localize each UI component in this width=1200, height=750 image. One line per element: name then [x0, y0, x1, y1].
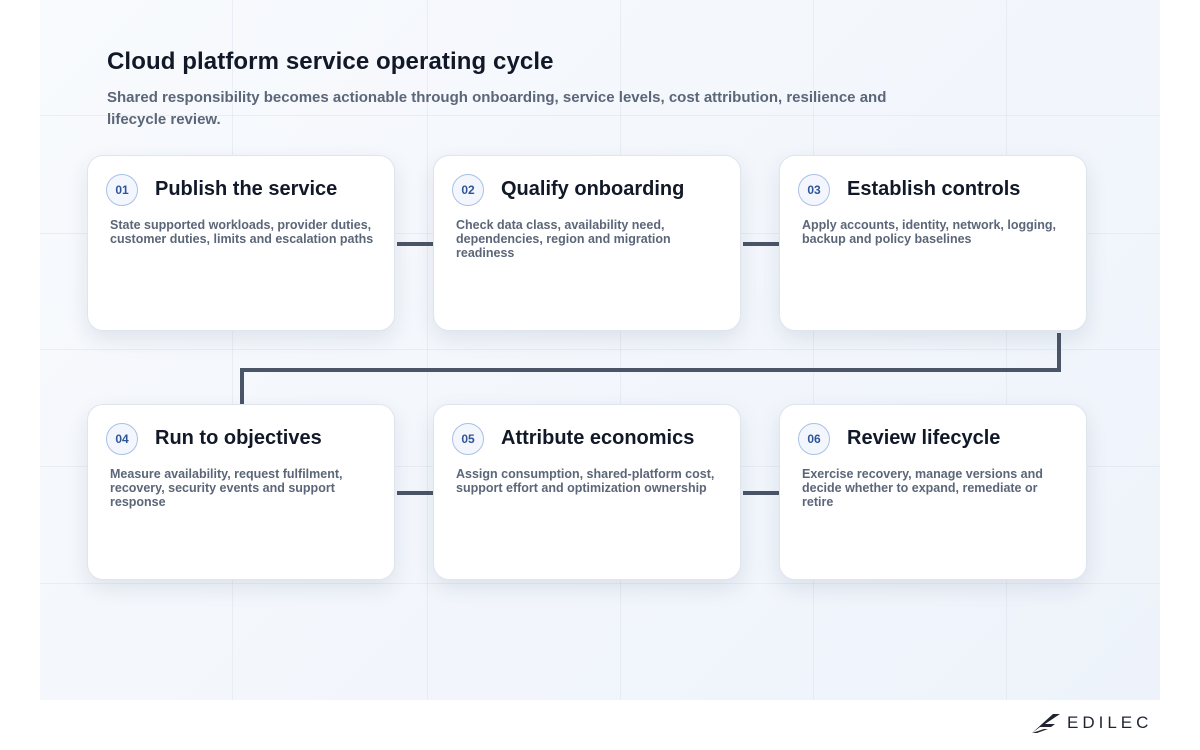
step-number-badge: 05 — [452, 423, 484, 455]
grid-line — [232, 0, 233, 700]
page-title: Cloud platform service operating cycle — [107, 48, 554, 75]
step-title: Attribute economics — [501, 427, 695, 449]
connector-04-up — [240, 368, 244, 405]
step-description: Measure availability, request fulfilment… — [110, 467, 343, 509]
grid-line — [1006, 0, 1007, 700]
step-title: Publish the service — [155, 178, 338, 200]
edilec-logo-icon — [1032, 714, 1060, 733]
grid-line — [427, 0, 428, 700]
brand-logo: EDILEC — [1031, 711, 1152, 735]
step-card-05: 05 Attribute economics Assign consumptio… — [433, 404, 741, 580]
step-description: Apply accounts, identity, network, loggi… — [802, 218, 1056, 246]
brand-name: EDILEC — [1067, 713, 1153, 732]
step-card-01: 01 Publish the service State supported w… — [87, 155, 395, 331]
step-card-02: 02 Qualify onboarding Check data class, … — [433, 155, 741, 331]
step-description: State supported workloads, provider duti… — [110, 218, 374, 246]
page-subtitle: Shared responsibility becomes actionable… — [107, 89, 887, 128]
connector-wrap-horizontal — [240, 368, 1061, 372]
step-number-badge: 01 — [106, 174, 138, 206]
connector-02-03 — [743, 242, 779, 246]
grid-line — [40, 583, 1160, 584]
step-number-badge: 04 — [106, 423, 138, 455]
step-title: Establish controls — [847, 178, 1021, 200]
step-number-badge: 03 — [798, 174, 830, 206]
grid-line — [813, 0, 814, 700]
step-title: Run to objectives — [155, 427, 322, 449]
step-card-04: 04 Run to objectives Measure availabilit… — [87, 404, 395, 580]
grid-line — [40, 115, 1160, 116]
step-title: Qualify onboarding — [501, 178, 685, 200]
step-description: Exercise recovery, manage versions and d… — [802, 467, 1043, 509]
step-card-03: 03 Establish controls Apply accounts, id… — [779, 155, 1087, 331]
step-number-badge: 02 — [452, 174, 484, 206]
step-number-badge: 06 — [798, 423, 830, 455]
grid-line — [620, 0, 621, 700]
grid-line — [40, 349, 1160, 350]
step-title: Review lifecycle — [847, 427, 1001, 449]
connector-01-02 — [397, 242, 433, 246]
step-description: Assign consumption, shared-platform cost… — [456, 467, 715, 495]
step-card-06: 06 Review lifecycle Exercise recovery, m… — [779, 404, 1087, 580]
connector-03-down — [1057, 333, 1061, 372]
connector-05-06 — [743, 491, 779, 495]
diagram-canvas — [40, 0, 1160, 700]
connector-04-05 — [397, 491, 433, 495]
step-description: Check data class, availability need, dep… — [456, 218, 671, 260]
